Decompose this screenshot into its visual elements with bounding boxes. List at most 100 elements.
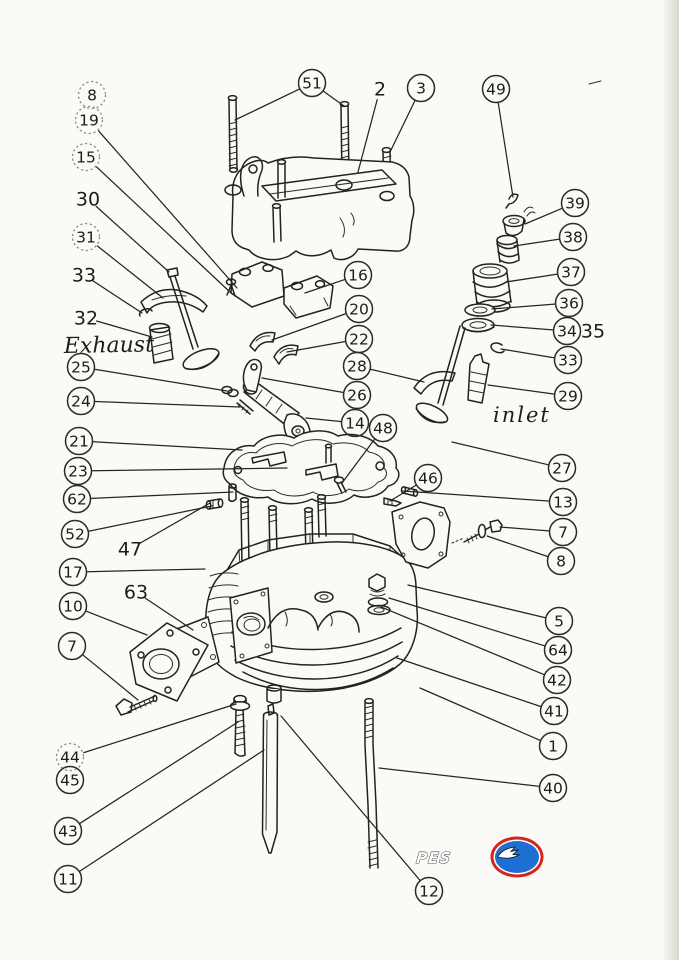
callout-21: 21 — [64, 426, 243, 456]
callout-circle-39 — [560, 188, 590, 218]
callout-number-49: 49 — [486, 81, 506, 99]
callout-circle-15 — [71, 142, 101, 172]
callout-2: 2 — [357, 79, 386, 173]
callout-number-11: 11 — [58, 871, 78, 889]
callout-number-52: 52 — [65, 526, 85, 544]
leader-line-12 — [280, 715, 421, 881]
leader-line-44 — [83, 703, 237, 754]
dowel-pin-46-drawing — [383, 497, 402, 507]
callout-48: 48 — [341, 413, 398, 484]
callout-47: 47 — [118, 502, 211, 561]
leader-line-40 — [378, 767, 540, 787]
callout-24: 24 — [66, 386, 241, 416]
leader-line-22 — [286, 340, 346, 353]
callout-number-23: 23 — [68, 463, 88, 481]
callout-19: 19 — [74, 105, 238, 289]
leader-line-27 — [451, 441, 549, 466]
callout-number-39: 39 — [565, 195, 585, 213]
callout-number-62: 62 — [67, 491, 87, 509]
scan-speck — [588, 80, 602, 85]
callout-circle-7 — [548, 517, 578, 547]
rocker-box-right-drawing — [283, 275, 334, 319]
leader-line-51 — [234, 88, 300, 121]
pes-logo-text: PES — [415, 849, 452, 867]
exhaust-valve-drawing — [166, 267, 220, 371]
callout-number-26: 26 — [347, 387, 367, 405]
manifold-flange-drawing — [129, 622, 209, 702]
callout-40: 40 — [378, 767, 568, 803]
callout-circle-17 — [58, 557, 88, 587]
callout-number-34: 34 — [557, 323, 577, 341]
leader-line-52 — [88, 505, 213, 532]
callout-46: 46 — [389, 463, 443, 502]
callout-number-22: 22 — [349, 331, 369, 349]
callout-number-38: 38 — [563, 229, 583, 247]
callout-41: 41 — [396, 657, 569, 726]
leader-line-26 — [261, 377, 344, 394]
callout-63: 63 — [124, 582, 194, 631]
callout-circle-7 — [57, 631, 87, 661]
callout-39: 39 — [524, 188, 590, 225]
tappet-cap-drawing — [266, 684, 282, 704]
callout-circle-12 — [414, 876, 444, 906]
callout-32: 32 — [74, 308, 153, 338]
callout-circle-27 — [547, 453, 577, 483]
callout-number-7: 7 — [558, 524, 568, 542]
callout-number-27: 27 — [552, 460, 572, 478]
callout-circle-23 — [63, 456, 93, 486]
callout-number-17: 17 — [63, 564, 83, 582]
cylinder-head-drawing — [205, 541, 419, 693]
callout-14: 14 — [305, 408, 370, 438]
leader-line-33 — [500, 348, 555, 359]
callout-62: 62 — [62, 484, 234, 514]
intake-stub-drawing — [391, 501, 465, 569]
callout-circle-38 — [558, 222, 588, 252]
callout-number-3: 3 — [416, 80, 426, 98]
callout-number-21: 21 — [69, 433, 89, 451]
leader-line-13 — [402, 490, 550, 502]
callout-number-43: 43 — [58, 823, 78, 841]
stud-washer-drawing — [229, 694, 251, 757]
callout-8: 8 — [77, 80, 107, 110]
callout-13: 13 — [402, 487, 578, 517]
cam-follower-shells-drawing — [249, 331, 299, 365]
leader-line-7 — [82, 654, 139, 701]
callout-number-5: 5 — [554, 613, 564, 631]
leader-line-30 — [95, 205, 170, 273]
cover-stud-left-drawing — [227, 94, 239, 173]
callout-number-63: 63 — [124, 582, 148, 604]
callout-circle-14 — [340, 408, 370, 438]
leader-line-3 — [390, 100, 416, 151]
callout-51: 51 — [234, 68, 345, 121]
callout-1: 1 — [419, 687, 568, 761]
leader-line-31 — [96, 245, 164, 299]
exhaust-label: Exhaust — [63, 332, 155, 359]
callout-49: 49 — [481, 74, 514, 198]
callout-circle-16 — [343, 260, 373, 290]
callout-circle-24 — [66, 386, 96, 416]
callout-3: 3 — [390, 73, 436, 151]
callout-11: 11 — [53, 749, 265, 894]
callout-number-40: 40 — [543, 780, 563, 798]
leader-line-41 — [396, 657, 541, 708]
leader-line-17 — [86, 568, 206, 573]
leader-line-28 — [370, 368, 425, 383]
callout-circle-11 — [53, 864, 83, 894]
callout-circle-20 — [344, 294, 374, 324]
leader-line-7 — [499, 526, 550, 532]
leader-line-14 — [305, 417, 342, 423]
callout-number-48: 48 — [373, 420, 393, 438]
leader-line-1 — [419, 687, 541, 741]
callout-20: 20 — [271, 294, 374, 341]
callout-43: 43 — [53, 721, 239, 846]
callout-34: 34 — [490, 316, 582, 346]
leader-line-25 — [94, 368, 228, 392]
leader-line-48 — [341, 438, 375, 484]
dowel-pin-62-drawing — [228, 483, 237, 503]
callout-circle-42 — [542, 665, 572, 695]
callout-number-45: 45 — [60, 772, 80, 790]
callout-7: 7 — [57, 631, 139, 701]
callout-number-51: 51 — [302, 75, 322, 93]
callout-circle-34 — [552, 316, 582, 346]
leader-line-64 — [388, 597, 545, 647]
